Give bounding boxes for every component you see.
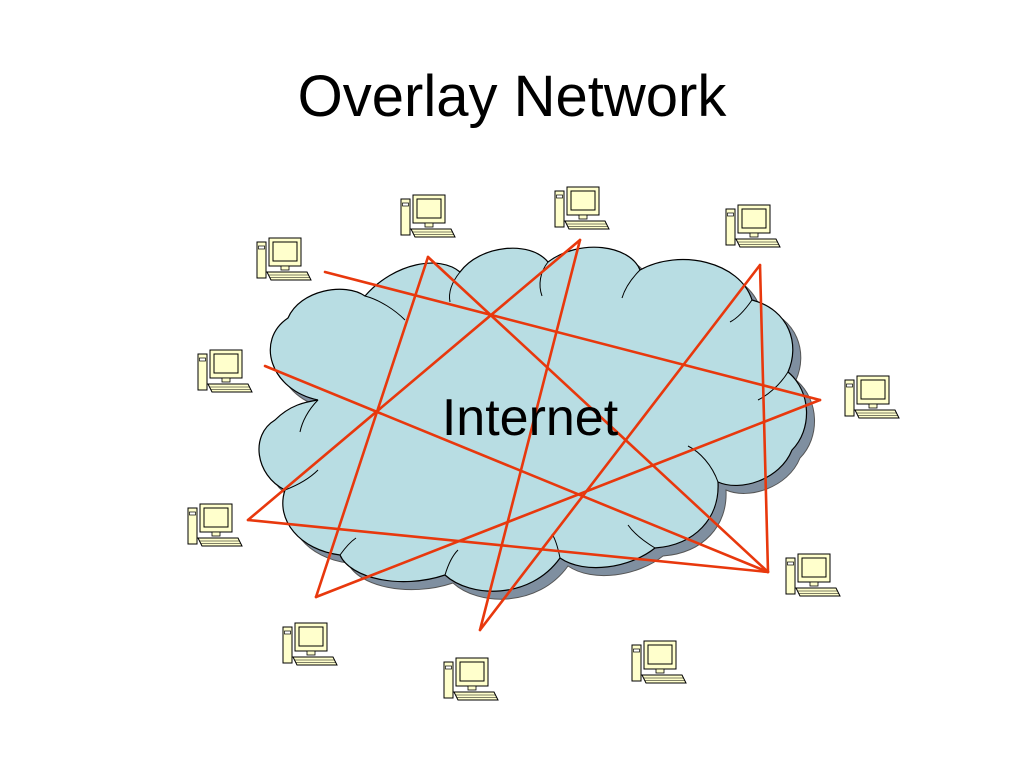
desktop-computer-icon	[282, 622, 338, 666]
overlay-links	[246, 238, 822, 632]
desktop-computer-icon	[400, 194, 456, 238]
overlay-link	[758, 263, 770, 574]
overlay-link	[478, 263, 762, 632]
slide-title: Overlay Network	[297, 64, 727, 129]
cloud-bump-arcs	[284, 261, 789, 576]
overlay-link	[246, 518, 770, 574]
desktop-computer-icon	[844, 375, 900, 419]
desktop-computer-icon	[187, 503, 243, 547]
desktop-computer-icon	[443, 657, 499, 701]
overlay-link	[323, 270, 822, 402]
overlay-link	[314, 255, 430, 599]
overlay-link	[246, 238, 582, 522]
desktop-computer-icon	[631, 640, 687, 684]
overlay-link	[478, 238, 582, 632]
desktop-computer-icon	[256, 237, 312, 281]
desktop-computer-icon	[197, 349, 253, 393]
overlay-link	[263, 364, 770, 574]
overlay-link	[314, 398, 822, 599]
desktop-computer-icon	[785, 553, 841, 597]
desktop-computer-icon	[725, 204, 781, 248]
cloud-label: Internet	[441, 389, 619, 447]
overlay-link	[426, 255, 770, 574]
desktop-computer-icon	[554, 186, 610, 230]
